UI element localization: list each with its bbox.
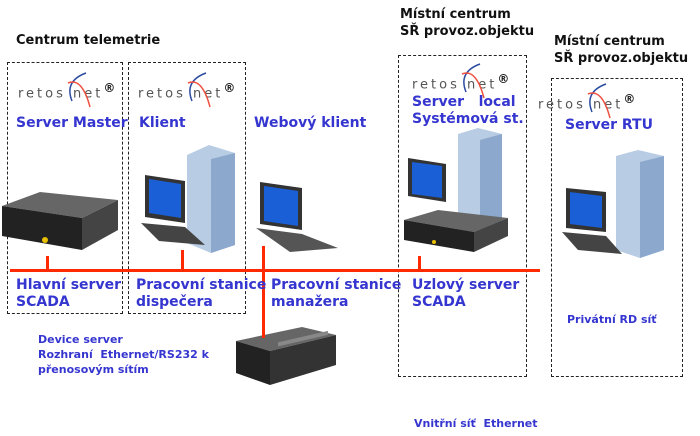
logo-text: retos net	[538, 97, 624, 113]
label-line: dispečera	[136, 294, 213, 310]
label-line: Hlavní server	[16, 277, 121, 293]
logo-swoosh-icon	[67, 72, 91, 108]
box-rtu	[551, 78, 683, 377]
box-server-master	[7, 62, 123, 314]
label-line: SCADA	[412, 294, 466, 310]
group-title-local-2: Místní centrum SŘ provoz.objektu	[554, 33, 688, 67]
logo-text: retos net	[18, 86, 104, 102]
connector-line	[46, 256, 49, 270]
label-line: manažera	[271, 294, 349, 310]
group-title-telemetry: Centrum telemetrie	[16, 33, 161, 48]
logo-swoosh-icon	[587, 83, 611, 119]
logo-swoosh-icon	[461, 63, 485, 99]
label-line: Systémová st.	[412, 111, 524, 127]
logo-text: retos net	[412, 77, 498, 93]
label-server-master: Server Master	[16, 115, 128, 131]
label-ethernet: Vnitřní síť Ethernet	[414, 417, 538, 430]
server-local-icon	[404, 128, 508, 252]
workstation-icon	[141, 145, 235, 253]
title-line: Místní centrum	[554, 34, 665, 49]
label-line: Rozhraní Ethernet/RS232 k	[38, 348, 209, 361]
logo-text: retos net	[138, 86, 224, 102]
ethernet-bus-line	[10, 269, 540, 272]
label-webovy-klient: Webový klient	[254, 115, 367, 131]
connector-line	[418, 256, 421, 270]
device-server-icon	[236, 327, 336, 385]
retosnet-logo: retos net®	[138, 72, 236, 108]
label-line: Device server	[38, 333, 123, 346]
title-line: Místní centrum	[400, 7, 511, 22]
logo-mark: ®	[103, 81, 116, 95]
logo-mark: ®	[623, 92, 636, 106]
group-title-local-1: Místní centrum SŘ provoz.objektu	[400, 6, 534, 40]
label-line: Pracovní stanice	[271, 277, 402, 293]
label-line: přenosovým sítím	[38, 363, 149, 376]
logo-mark: ®	[223, 81, 236, 95]
connector-line	[262, 246, 265, 338]
title-line: SŘ provoz.objektu	[400, 24, 535, 39]
label-server-rtu: Server RTU	[565, 117, 653, 133]
logo-mark: ®	[497, 72, 510, 86]
retosnet-logo: retos net®	[538, 83, 636, 119]
label-klient: Klient	[139, 115, 186, 131]
connector-line	[181, 250, 184, 270]
logo-swoosh-icon	[187, 72, 211, 108]
server-rtu-icon	[562, 150, 664, 258]
retosnet-logo: retos net®	[412, 63, 510, 99]
label-line: Pracovní stanice	[136, 277, 267, 293]
label-privatni-rd: Privátní RD síť	[567, 313, 657, 326]
label-line: SCADA	[16, 294, 70, 310]
laptop-icon	[256, 182, 338, 252]
rack-server-icon	[2, 192, 118, 250]
retosnet-logo: retos net®	[18, 72, 116, 108]
box-klient	[128, 62, 246, 314]
label-line: Uzlový server	[412, 277, 520, 293]
title-line: SŘ provoz.objektu	[554, 51, 689, 66]
label-line: Server local	[412, 94, 516, 110]
box-local-center	[398, 55, 527, 377]
